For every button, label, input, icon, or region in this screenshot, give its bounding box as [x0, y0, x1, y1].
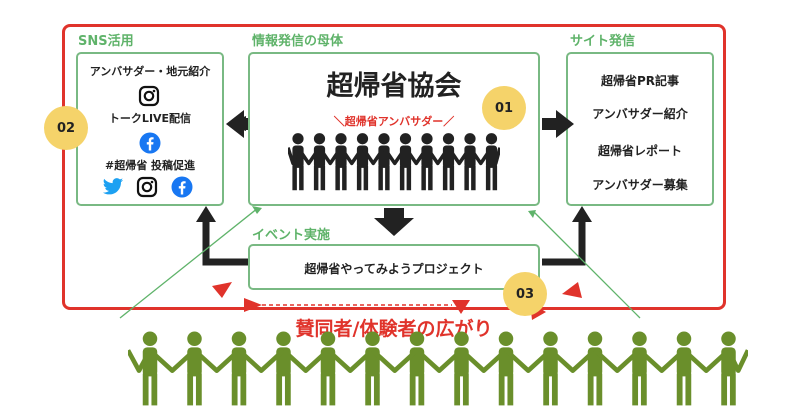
supporters-chain-icon [128, 331, 748, 406]
sns-section-label: SNS活用 [78, 34, 134, 49]
facebook-icon [139, 132, 161, 154]
instagram-icon [138, 85, 160, 107]
sns-line-hashtag: #超帰省 投稿促進 [104, 159, 196, 172]
main-title: 超帰省協会 [326, 71, 462, 102]
event-box [248, 244, 540, 290]
site-item-ambassador: アンバサダー紹介 [592, 107, 688, 121]
event-section-label: イベント実施 [252, 228, 331, 243]
sns-line-ambassador: アンバサダー・地元紹介 [89, 65, 211, 78]
people-chain-icon [288, 133, 500, 191]
event-project: 超帰省やってみようプロジェクト [304, 262, 484, 276]
bottom-caption: 賛同者/体験者の広がり [295, 318, 493, 340]
badge-01: 01 [482, 86, 526, 130]
sns-box [76, 52, 224, 206]
site-box [566, 52, 714, 206]
instagram-icon [136, 176, 158, 198]
badge-02: 02 [44, 106, 88, 150]
main-subtitle: ＼超帰省アンバサダー／ [333, 115, 455, 128]
twitter-icon [102, 178, 124, 195]
badge-03: 03 [503, 272, 547, 316]
site-item-report: 超帰省レポート [597, 144, 683, 158]
site-item-pr: 超帰省PR記事 [600, 74, 680, 88]
site-section-label: サイト発信 [570, 34, 636, 49]
center-section-label: 情報発信の母体 [252, 34, 344, 49]
outer-frame [62, 24, 726, 310]
facebook-icon [171, 176, 193, 198]
site-item-recruit: アンバサダー募集 [592, 178, 688, 192]
sns-line-live: トークLIVE配信 [108, 112, 192, 125]
